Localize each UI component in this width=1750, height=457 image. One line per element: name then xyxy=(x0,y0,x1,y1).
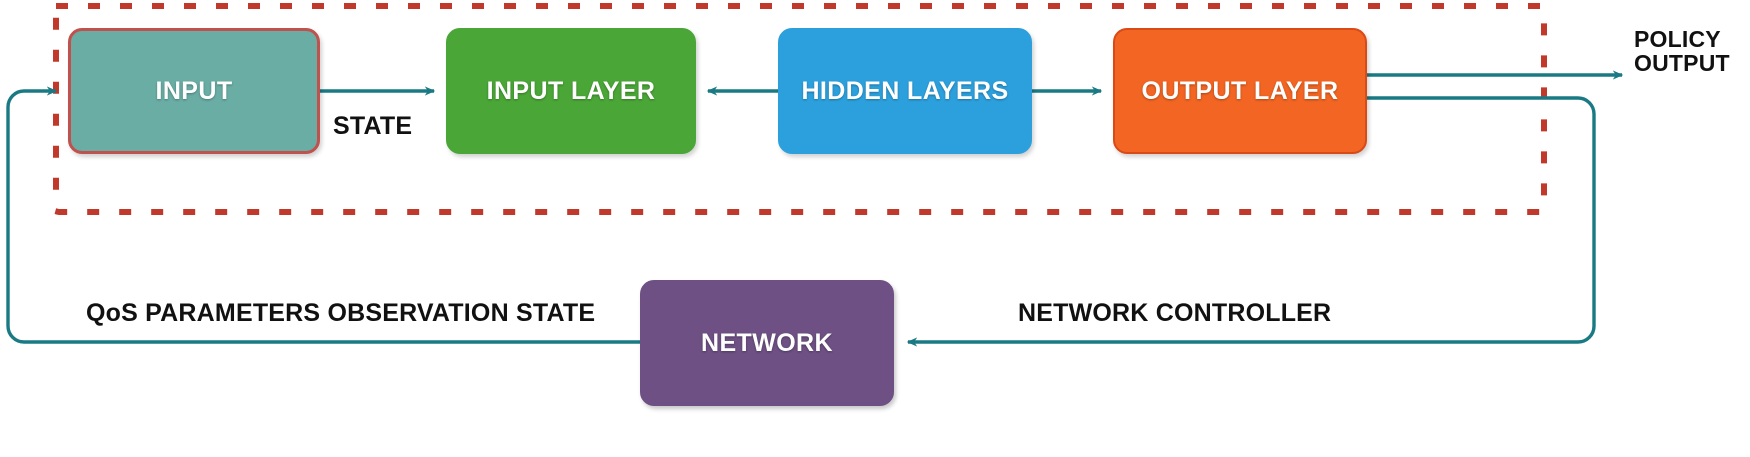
agent-boundary-dotted-rect xyxy=(53,3,1547,215)
node-network-label: NETWORK xyxy=(701,328,833,357)
node-output-layer-label: OUTPUT LAYER xyxy=(1141,76,1339,105)
node-network[interactable]: NETWORK xyxy=(640,280,894,406)
node-input[interactable]: INPUT xyxy=(68,28,320,154)
edge-label-state: STATE xyxy=(333,112,413,140)
connector-network-to-input xyxy=(6,86,640,344)
node-input-layer-label: INPUT LAYER xyxy=(486,76,656,105)
node-input-label: INPUT xyxy=(155,76,233,105)
node-hidden-layers-label: HIDDEN LAYERS xyxy=(801,76,1009,105)
node-input-layer[interactable]: INPUT LAYER xyxy=(446,28,696,154)
node-hidden-layers[interactable]: HIDDEN LAYERS xyxy=(778,28,1032,154)
edge-label-policy-output: POLICY OUTPUT xyxy=(1634,26,1730,76)
connector-output-layer-to-network xyxy=(906,96,1596,347)
node-output-layer[interactable]: OUTPUT LAYER xyxy=(1113,28,1367,154)
edge-label-network-controller: NETWORK CONTROLLER xyxy=(1018,299,1332,327)
edge-label-qos-parameters-observation-state: QoS PARAMETERS OBSERVATION STATE xyxy=(86,299,596,327)
